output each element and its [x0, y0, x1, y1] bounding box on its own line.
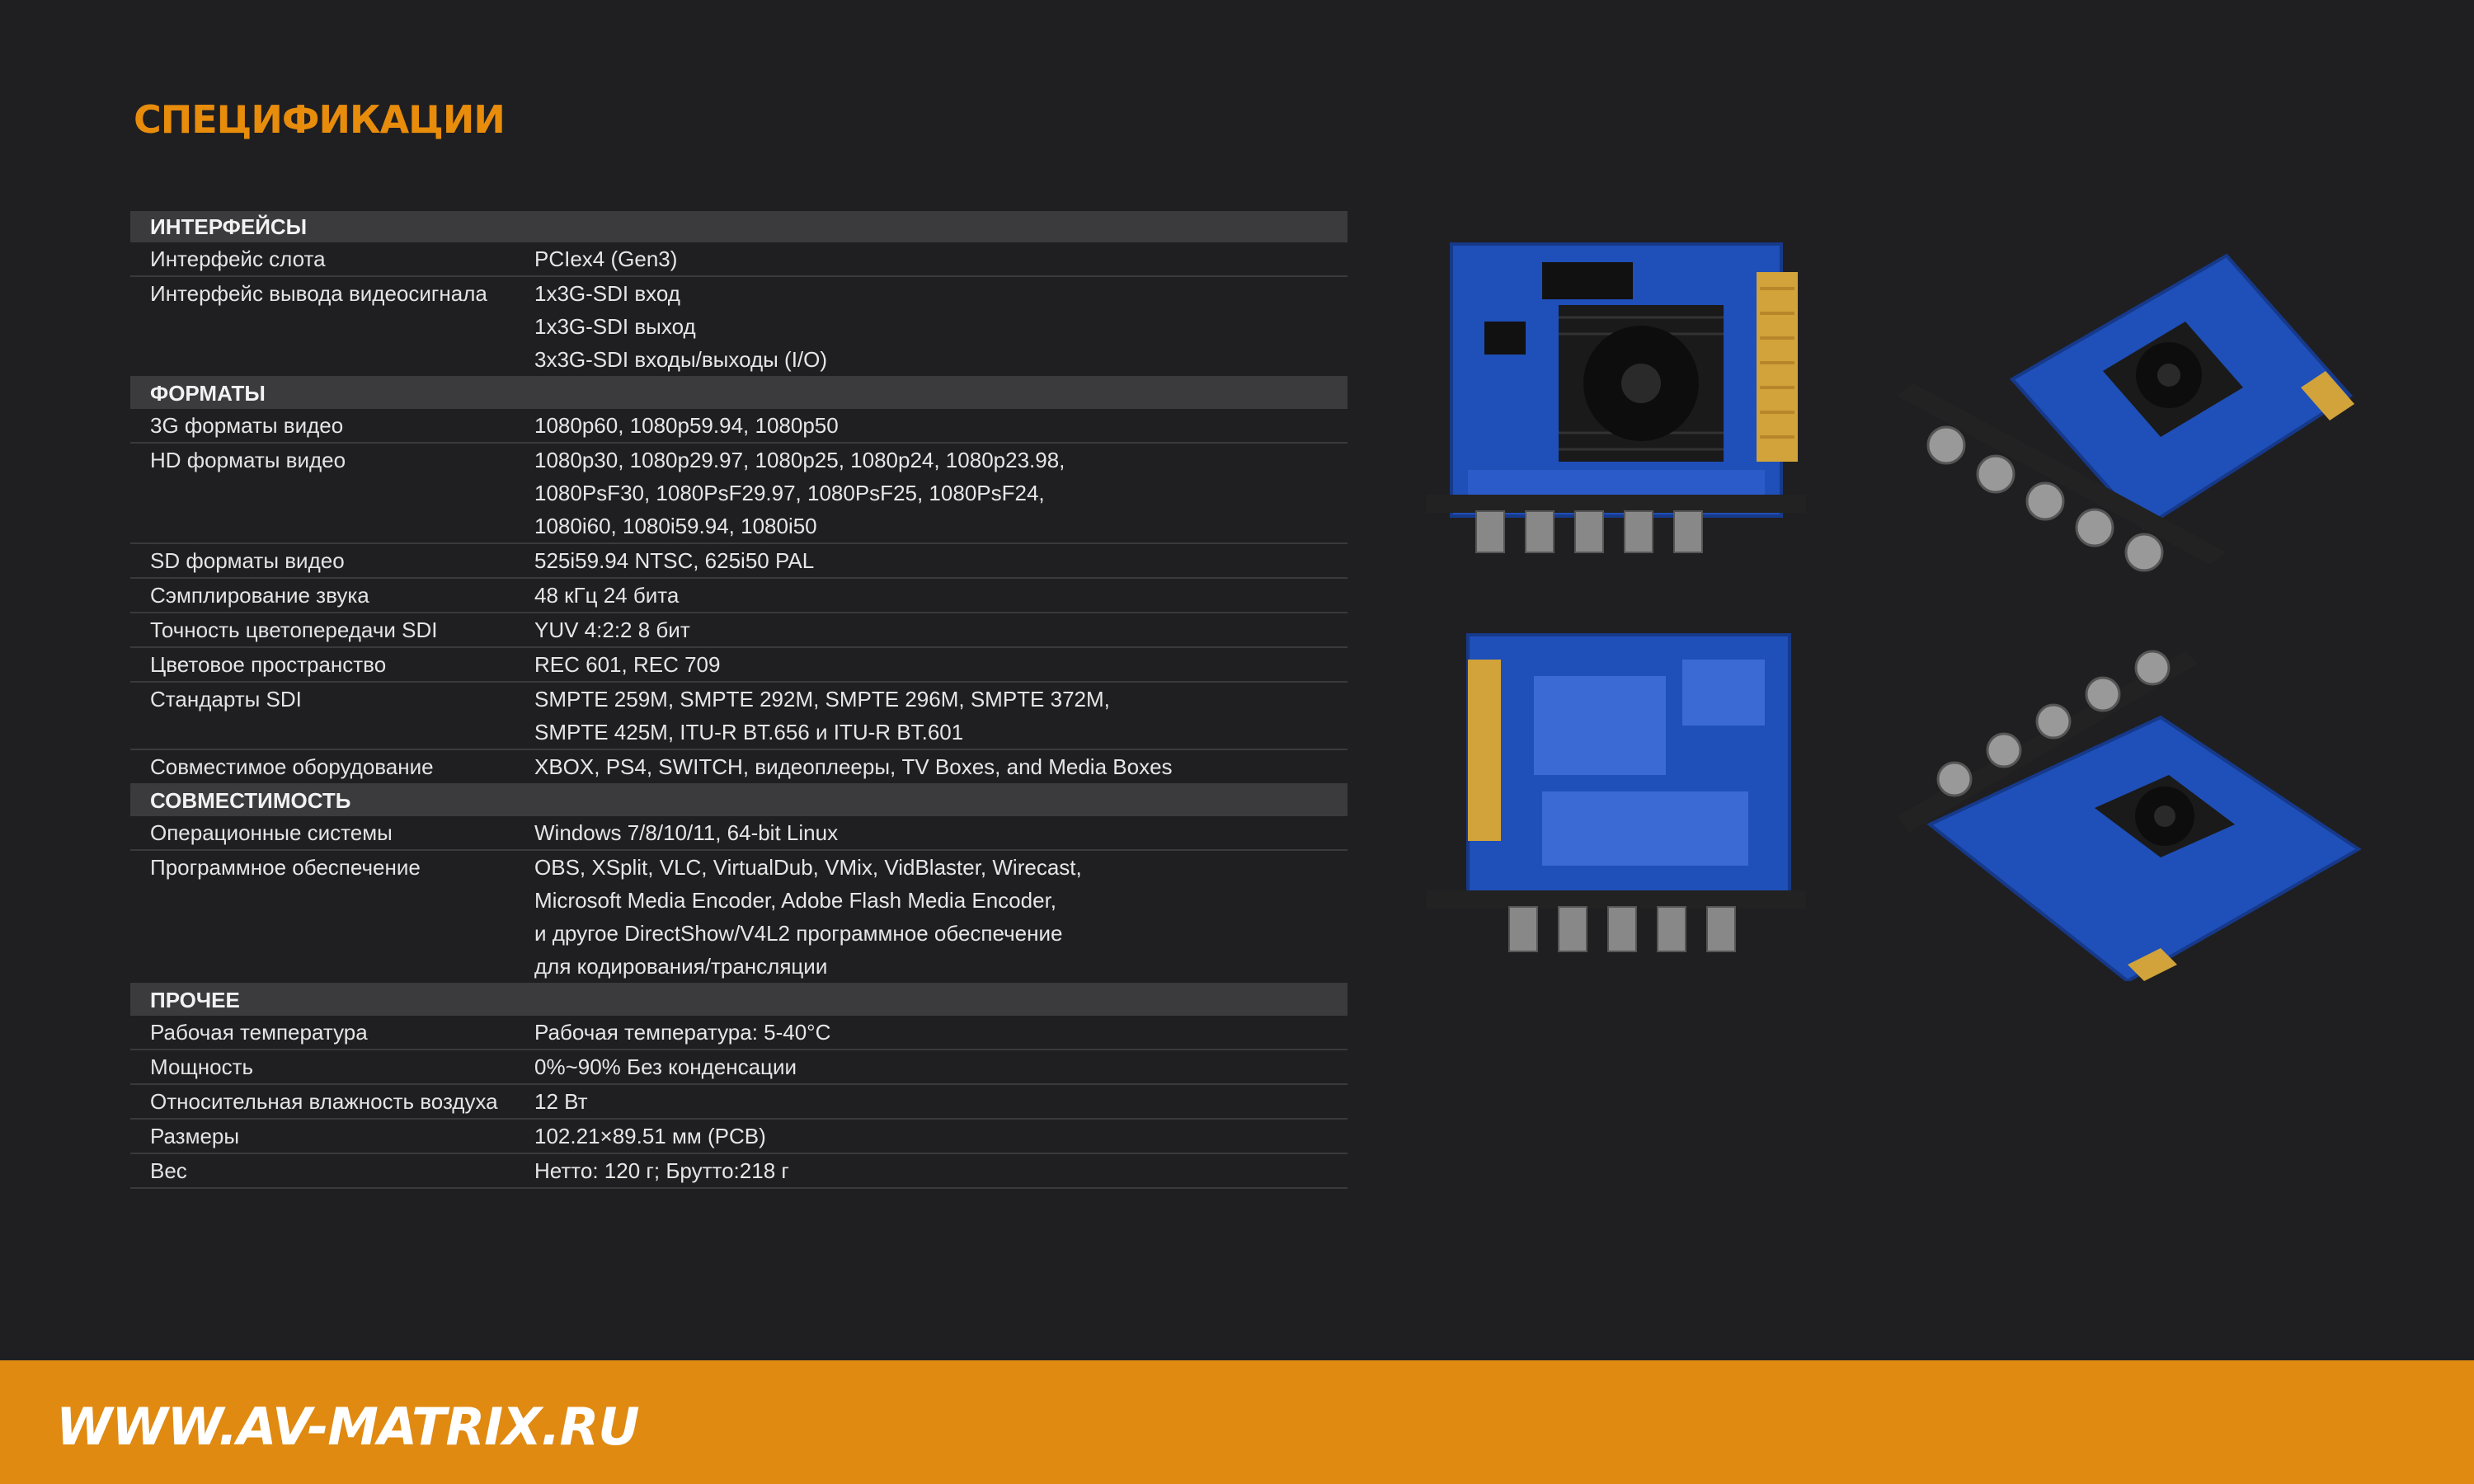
spec-value-line: SMPTE 259M, SMPTE 292M, SMPTE 296M, SMPT…: [534, 687, 1110, 711]
spec-value-line: PCIex4 (Gen3): [534, 247, 678, 271]
spec-values: 1080p30, 1080p29.97, 1080p25, 1080p24, 1…: [534, 444, 1348, 542]
spec-value-line: 1x3G-SDI выход: [534, 314, 696, 339]
spec-label: HD форматы видео: [150, 448, 346, 472]
spec-value-line: 1080p60, 1080p59.94, 1080p50: [534, 413, 839, 438]
spec-row: Операционные системы Windows 7/8/10/11, 6…: [130, 816, 1348, 851]
spec-label: Точность цветопередачи SDI: [150, 618, 438, 642]
spec-label: 3G форматы видео: [150, 413, 344, 438]
spec-value-line: 1080PsF30, 1080PsF29.97, 1080PsF25, 1080…: [534, 481, 1045, 505]
section-heading: СОВМЕСТИМОСТЬ: [130, 785, 1348, 816]
spec-value-line: 12 Вт: [534, 1089, 588, 1114]
spec-label: Рабочая температура: [150, 1020, 368, 1045]
spec-value-line: 48 кГц 24 бита: [534, 583, 680, 608]
spec-label: Интерфейс слота: [150, 247, 326, 271]
spec-values: 525i59.94 NTSC, 625i50 PAL: [534, 544, 1348, 577]
spec-value-line: OBS, XSplit, VLC, VirtualDub, VMix, VidB…: [534, 855, 1082, 880]
spec-values: 12 Вт: [534, 1085, 1348, 1118]
spec-value-line: XBOX, PS4, SWITCH, видеоплееры, TV Boxes…: [534, 754, 1173, 779]
spec-row: Интерфейс вывода видеосигнала 1x3G-SDI вх…: [130, 277, 1348, 378]
spec-label: Интерфейс вывода видеосигнала: [150, 281, 487, 306]
board-top-view-image: [1427, 242, 1806, 553]
spec-label: Совместимое оборудование: [150, 754, 434, 779]
footer-bar: WWW.AV-MATRIX.RU: [0, 1360, 2474, 1484]
spec-value-line: 525i59.94 NTSC, 625i50 PAL: [534, 548, 815, 573]
board-bottom-view-image: [1427, 633, 1806, 952]
spec-row: Сэмплирование звука 48 кГц 24 бита: [130, 579, 1348, 613]
spec-label: Стандарты SDI: [150, 687, 302, 711]
spec-row: Программное обеспечение OBS, XSplit, VLC,…: [130, 851, 1348, 984]
spec-row: 3G форматы видео 1080p60, 1080p59.94, 108…: [130, 409, 1348, 444]
spec-label: Операционные системы: [150, 820, 393, 845]
spec-row: Точность цветопередачи SDI YUV 4:2:2 8 би…: [130, 613, 1348, 648]
page-title: СПЕЦИФИКАЦИИ: [134, 97, 506, 142]
spec-values: SMPTE 259M, SMPTE 292M, SMPTE 296M, SMPT…: [534, 683, 1348, 749]
section-heading: ПРОЧЕЕ: [130, 984, 1348, 1016]
spec-label: Сэмплирование звука: [150, 583, 369, 608]
section-heading: ИНТЕРФЕЙСЫ: [130, 211, 1348, 242]
spec-row: Цветовое пространство REC 601, REC 709: [130, 648, 1348, 683]
spec-value-line: 3x3G-SDI входы/выходы (I/O): [534, 347, 828, 372]
spec-values: 48 кГц 24 бита: [534, 579, 1348, 612]
spec-label: Цветовое пространство: [150, 652, 387, 677]
spec-row: Размеры 102.21×89.51 мм (PCB): [130, 1120, 1348, 1154]
spec-value-line: Microsoft Media Encoder, Adobe Flash Med…: [534, 888, 1057, 913]
section-heading: ФОРМАТЫ: [130, 378, 1348, 409]
board-perspective-2-image: [1897, 650, 2362, 981]
spec-row: Вес Нетто: 120 г; Брутто:218 г: [130, 1154, 1348, 1189]
spec-value-line: 1080i60, 1080i59.94, 1080i50: [534, 514, 817, 538]
spec-value-line: 1x3G-SDI вход: [534, 281, 680, 306]
spec-value-line: REC 601, REC 709: [534, 652, 721, 677]
spec-value-line: и другое DirectShow/V4L2 программное обе…: [534, 921, 1063, 946]
spec-row: Рабочая температура Рабочая температура: …: [130, 1016, 1348, 1050]
spec-values: 0%~90% Без конденсации: [534, 1050, 1348, 1083]
spec-values: Рабочая температура: 5-40°C: [534, 1016, 1348, 1049]
spec-value-line: 102.21×89.51 мм (PCB): [534, 1124, 766, 1148]
spec-value-line: Windows 7/8/10/11, 64-bit Linux: [534, 820, 839, 845]
board-perspective-image: [1897, 253, 2354, 572]
spec-values: YUV 4:2:2 8 бит: [534, 613, 1348, 646]
spec-row: Интерфейс слота PCIex4 (Gen3): [130, 242, 1348, 277]
spec-label: SD форматы видео: [150, 548, 345, 573]
spec-row: SD форматы видео 525i59.94 NTSC, 625i50 P…: [130, 544, 1348, 579]
spec-row: Относительная влажность воздуха 12 Вт: [130, 1085, 1348, 1120]
spec-label: Программное обеспечение: [150, 855, 421, 880]
spec-value-line: 0%~90% Без конденсации: [534, 1054, 797, 1079]
spec-value-line: Нетто: 120 г; Брутто:218 г: [534, 1158, 789, 1183]
spec-values: 102.21×89.51 мм (PCB): [534, 1120, 1348, 1153]
spec-label: Мощность: [150, 1054, 254, 1079]
spec-row: Стандарты SDI SMPTE 259M, SMPTE 292M, SMP…: [130, 683, 1348, 750]
spec-label: Размеры: [150, 1124, 240, 1148]
spec-row: Совместимое оборудование XBOX, PS4, SWITC…: [130, 750, 1348, 785]
spec-value-line: Рабочая температура: 5-40°C: [534, 1020, 831, 1045]
spec-value-line: для кодирования/трансляции: [534, 954, 828, 979]
spec-values: PCIex4 (Gen3): [534, 242, 1348, 275]
product-images: [1418, 223, 2392, 1014]
spec-value-line: YUV 4:2:2 8 бит: [534, 618, 690, 642]
spec-values: Windows 7/8/10/11, 64-bit Linux: [534, 816, 1348, 849]
spec-values: 1x3G-SDI вход 1x3G-SDI выход 3x3G-SDI вход…: [534, 277, 1348, 376]
spec-values: Нетто: 120 г; Брутто:218 г: [534, 1154, 1348, 1187]
spec-label: Относительная влажность воздуха: [150, 1089, 498, 1114]
website-link[interactable]: WWW.AV-MATRIX.RU: [56, 1397, 640, 1457]
spec-row: HD форматы видео 1080p30, 1080p29.97, 108…: [130, 444, 1348, 544]
spec-row: Мощность 0%~90% Без конденсации: [130, 1050, 1348, 1085]
spec-values: 1080p60, 1080p59.94, 1080p50: [534, 409, 1348, 442]
spec-values: OBS, XSplit, VLC, VirtualDub, VMix, VidB…: [534, 851, 1348, 983]
spec-value-line: 1080p30, 1080p29.97, 1080p25, 1080p24, 1…: [534, 448, 1065, 472]
spec-values: XBOX, PS4, SWITCH, видеоплееры, TV Boxes…: [534, 750, 1348, 783]
spec-values: REC 601, REC 709: [534, 648, 1348, 681]
spec-value-line: SMPTE 425M, ITU-R BT.656 и ITU-R BT.601: [534, 720, 964, 744]
spec-label: Вес: [150, 1158, 187, 1183]
